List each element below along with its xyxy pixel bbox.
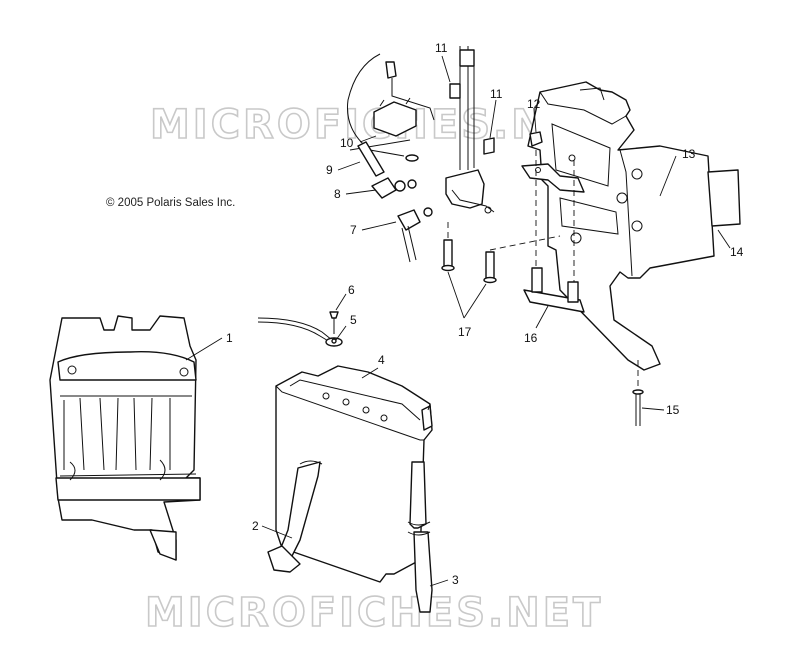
callout-1: 1 <box>226 331 233 345</box>
callout-2: 2 <box>252 519 259 533</box>
callout-4: 4 <box>378 353 385 367</box>
bracket-plate <box>523 267 585 313</box>
callout-3: 3 <box>452 573 459 587</box>
bolts-17 <box>441 239 497 284</box>
callout-6: 6 <box>348 283 355 297</box>
battery <box>275 365 433 583</box>
callout-11b: 11 <box>490 87 503 101</box>
assembly-line <box>489 235 561 251</box>
wire-9 <box>357 141 385 177</box>
bolt-15 <box>632 389 644 426</box>
callout-numbers: 1 2 3 4 5 6 7 8 9 10 11 11 12 13 14 15 1… <box>226 41 744 587</box>
callout-13: 13 <box>682 147 696 161</box>
nut-12 <box>529 131 543 147</box>
boot-8 <box>371 177 417 199</box>
callout-12: 12 <box>527 97 541 111</box>
battery-strap <box>267 460 323 573</box>
callout-9: 9 <box>326 163 333 177</box>
cable-7 <box>397 207 433 263</box>
relay-10 <box>346 53 435 162</box>
battery-cable <box>257 311 343 347</box>
callout-16: 16 <box>524 331 538 345</box>
decal-label <box>707 169 741 227</box>
callout-8: 8 <box>334 187 341 201</box>
mounting-bracket <box>521 81 715 371</box>
leader-lines <box>185 55 731 587</box>
solenoid-assembly <box>445 46 495 214</box>
battery-box <box>49 315 201 561</box>
callout-10: 10 <box>340 136 354 150</box>
watermark-bottom: MICROFICHES.NET <box>145 590 603 636</box>
callout-5: 5 <box>350 313 357 327</box>
callout-15: 15 <box>666 403 680 417</box>
vent-tube <box>407 461 433 613</box>
callout-14: 14 <box>730 245 744 259</box>
copyright-text: © 2005 Polaris Sales Inc. <box>106 197 235 209</box>
callout-17: 17 <box>458 325 472 339</box>
callout-7: 7 <box>350 223 357 237</box>
callout-11a: 11 <box>435 41 448 55</box>
